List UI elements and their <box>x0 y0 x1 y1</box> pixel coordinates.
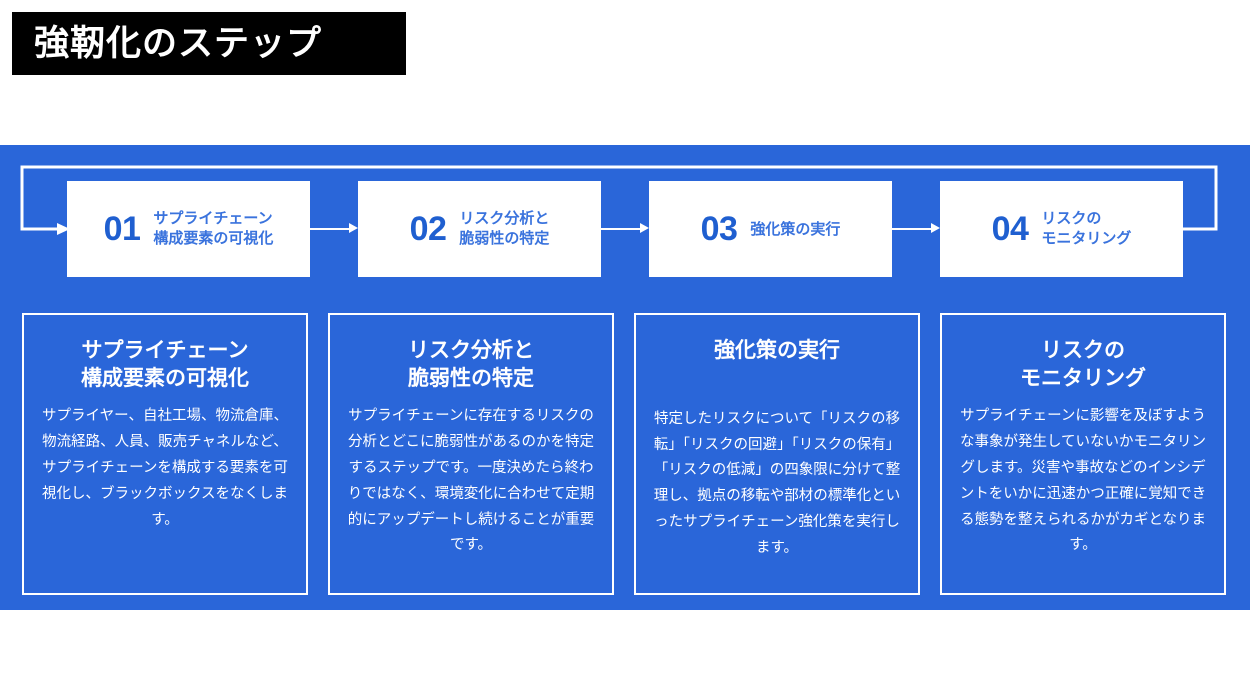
detail-cards-row: サプライチェーン 構成要素の可視化 サプライヤー、自社工場、物流倉庫、物流経路、… <box>0 313 1250 598</box>
step-box-03[interactable]: 03 強化策の実行 <box>649 181 892 277</box>
arrow-01-to-02-icon <box>310 223 358 233</box>
step-label-02: リスク分析と 脆弱性の特定 <box>459 209 550 247</box>
process-diagram-panel: 01 サプライチェーン 構成要素の可視化 02 リスク分析と 脆弱性の特定 03… <box>0 145 1250 610</box>
detail-card-title-04: リスクの モニタリング <box>1020 339 1146 390</box>
arrow-head <box>349 223 358 233</box>
step-box-02[interactable]: 02 リスク分析と 脆弱性の特定 <box>358 181 601 277</box>
detail-card-title-03: 強化策の実行 <box>714 339 840 362</box>
detail-card-title-02: リスク分析と 脆弱性の特定 <box>408 339 534 390</box>
step-number-04: 04 <box>991 210 1029 248</box>
detail-card-02: リスク分析と 脆弱性の特定 サプライチェーンに存在するリスクの分析とどこに脆弱性… <box>328 313 614 595</box>
arrow-shaft <box>892 228 932 230</box>
arrow-shaft <box>310 228 350 230</box>
detail-card-body-02: サプライチェーンに存在するリスクの分析とどこに脆弱性があるのかを特定するステップ… <box>347 408 595 554</box>
detail-card-03: 強化策の実行 特定したリスクについて「リスクの移転」「リスクの回避」「リスクの保… <box>634 313 920 595</box>
step-label-04: リスクの モニタリング <box>1041 209 1132 247</box>
page-title-banner: 強靭化のステップ <box>12 12 406 75</box>
arrow-head <box>640 223 649 233</box>
detail-card-body-03: 特定したリスクについて「リスクの移転」「リスクの回避」「リスクの保有」「リスクの… <box>653 410 901 556</box>
step-box-01[interactable]: 01 サプライチェーン 構成要素の可視化 <box>67 181 310 277</box>
detail-card-body-04: サプライチェーンに影響を及ぼすような事象が発生していないかモニタリングします。災… <box>959 408 1207 554</box>
step-number-02: 02 <box>409 210 447 248</box>
step-box-04[interactable]: 04 リスクの モニタリング <box>940 181 1183 277</box>
step-label-03: 強化策の実行 <box>750 220 841 238</box>
detail-card-04: リスクの モニタリング サプライチェーンに影響を及ぼすような事象が発生していない… <box>940 313 1226 595</box>
step-number-01: 01 <box>103 210 141 248</box>
step-boxes-row: 01 サプライチェーン 構成要素の可視化 02 リスク分析と 脆弱性の特定 03… <box>0 181 1250 281</box>
arrow-head <box>931 223 940 233</box>
step-number-03: 03 <box>700 210 738 248</box>
arrow-shaft <box>601 228 641 230</box>
detail-card-01: サプライチェーン 構成要素の可視化 サプライヤー、自社工場、物流倉庫、物流経路、… <box>22 313 308 595</box>
arrow-03-to-04-icon <box>892 223 940 233</box>
detail-card-title-01: サプライチェーン 構成要素の可視化 <box>81 339 249 390</box>
detail-card-body-01: サプライヤー、自社工場、物流倉庫、物流経路、人員、販売チャネルなど、サプライチェ… <box>41 408 289 528</box>
arrow-02-to-03-icon <box>601 223 649 233</box>
step-label-01: サプライチェーン 構成要素の可視化 <box>153 209 274 247</box>
page-title: 強靭化のステップ <box>34 24 323 63</box>
